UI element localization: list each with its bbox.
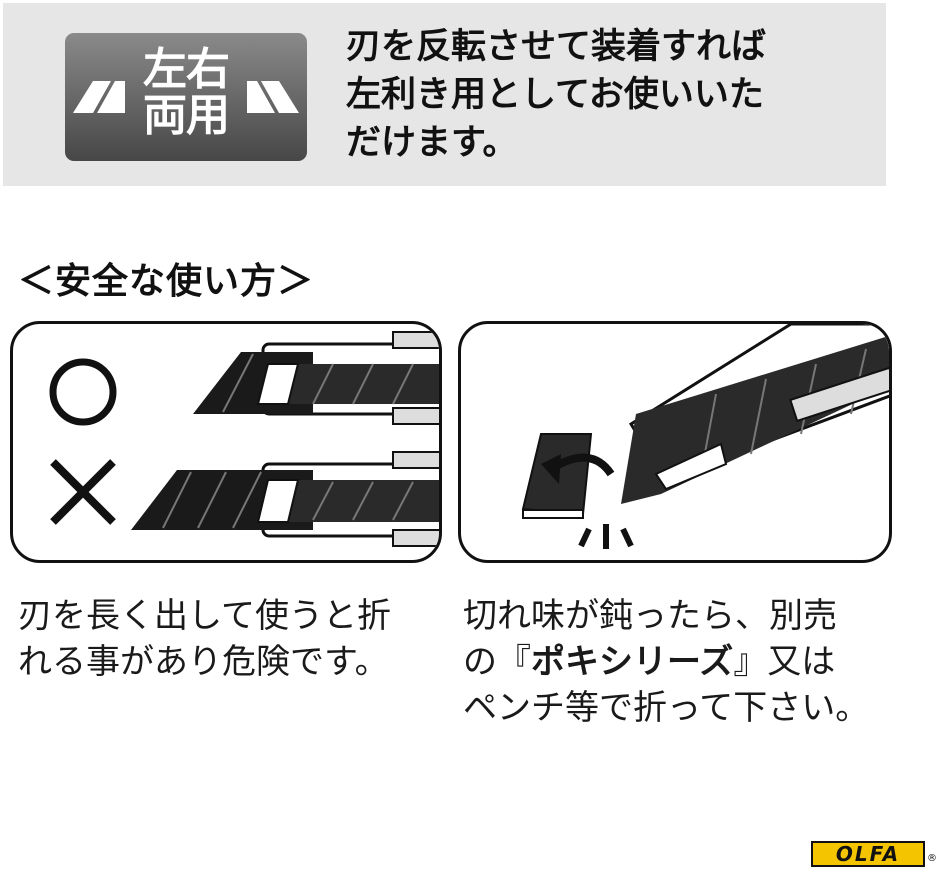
cutter-short-blade — [193, 331, 439, 425]
registered-mark: ® — [927, 853, 937, 864]
info-banner: 左右 両用 刃を反転させて装着すれば 左利き用としてお使いいた だけます。 — [3, 3, 886, 186]
blade-length-illustration — [49, 331, 439, 547]
snap-instruction-caption: 切れ味が鈍ったら、別売 の『ポキシリーズ』又は ペンチ等で折って下さい。 — [463, 593, 933, 731]
long-blade-warning-caption: 刃を長く出して使うと折 れる事があり危険です。 — [18, 593, 448, 685]
left-right-badge: 左右 両用 — [65, 33, 307, 161]
wrong-cross-icon — [50, 459, 116, 525]
banner-message-line-2: 左利き用としてお使いいた — [346, 75, 764, 115]
safety-heading: ＜安全な使い方＞ — [18, 261, 315, 302]
right-caption-suffix: 』又は — [733, 642, 836, 682]
snap-sound-icon — [578, 524, 634, 549]
blade-length-panel — [10, 321, 442, 563]
banner-message-line-1: 刃を反転させて装着すれば — [346, 27, 767, 67]
poki-series-name: ポキシリーズ — [531, 642, 734, 682]
cutter-long-blade — [131, 451, 439, 547]
left-caption-line-2: れる事があり危険です。 — [18, 642, 389, 682]
banner-message-line-3: だけます。 — [346, 123, 518, 163]
right-caption-line-1: 切れ味が鈍ったら、別売 — [463, 596, 837, 636]
snap-blade-panel — [458, 321, 892, 563]
right-caption-line-2: の『ポキシリーズ』又は — [463, 639, 933, 685]
badge-line-2: 両用 — [143, 90, 230, 141]
badge-label: 左右 両用 — [132, 47, 240, 139]
correct-circle-icon — [49, 358, 117, 426]
right-caption-line-3: ペンチ等で折って下さい。 — [463, 688, 870, 728]
blade-arrows-icon — [73, 81, 299, 113]
left-caption-line-1: 刃を長く出して使うと折 — [18, 596, 391, 636]
right-caption-prefix: の『 — [463, 642, 531, 682]
olfa-logo: OLFA — [811, 841, 925, 867]
snap-blade-illustration — [521, 324, 889, 549]
badge-line-1: 左右 — [143, 44, 230, 95]
banner-message: 刃を反転させて装着すれば 左利き用としてお使いいた だけます。 — [346, 23, 866, 167]
